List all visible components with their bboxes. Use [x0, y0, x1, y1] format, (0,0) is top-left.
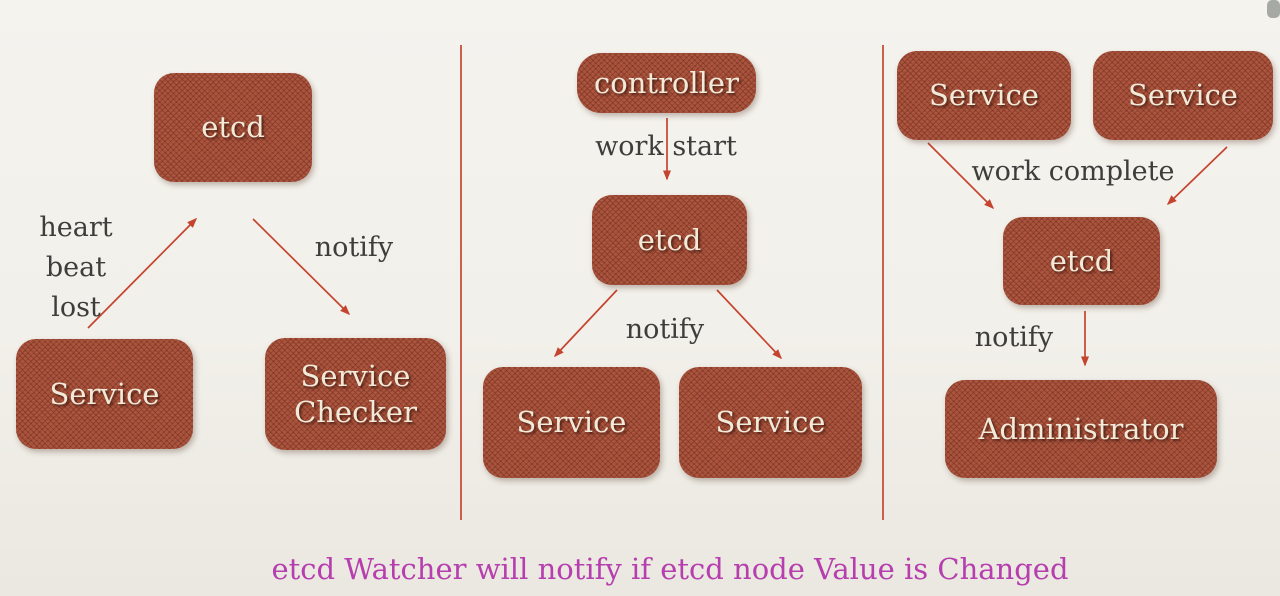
node-service-checker: Service Checker [265, 338, 446, 450]
node-label: Service [1128, 78, 1238, 113]
edge-label-work-complete: work complete [971, 156, 1175, 187]
node-administrator: Administrator [945, 380, 1217, 478]
edge-label-work-start: work start [595, 131, 737, 162]
node-label: Service [516, 405, 627, 440]
scrollbar-thumb[interactable] [1267, 0, 1280, 18]
node-label: controller [594, 65, 739, 100]
node-service: Service [483, 367, 660, 478]
edge-label-notify: notify [625, 314, 705, 345]
node-label: Service [715, 405, 826, 440]
node-label: etcd [1049, 243, 1114, 278]
node-service: Service [679, 367, 862, 478]
node-etcd: etcd [154, 73, 312, 182]
edge-label-line: lost [51, 292, 101, 323]
node-label: Service Checker [294, 358, 417, 429]
node-label: etcd [637, 222, 702, 257]
node-label: Administrator [978, 411, 1184, 446]
slide-caption: etcd Watcher will notify if etcd node Va… [271, 552, 1069, 586]
edge-label-line: heart beat [39, 212, 113, 283]
edge-label-heartbeat-lost: heart beat lost [6, 208, 146, 328]
node-label: Service [929, 78, 1039, 113]
node-etcd: etcd [1003, 217, 1160, 305]
node-service: Service [897, 51, 1071, 140]
node-label: Service [49, 376, 160, 411]
node-label: etcd [201, 110, 265, 145]
edge-label-notify: notify [974, 322, 1054, 353]
edge-label-notify: notify [314, 232, 394, 263]
node-service: Service [16, 339, 193, 449]
node-service: Service [1093, 51, 1273, 140]
node-controller: controller [577, 53, 756, 113]
node-etcd: etcd [592, 195, 747, 285]
